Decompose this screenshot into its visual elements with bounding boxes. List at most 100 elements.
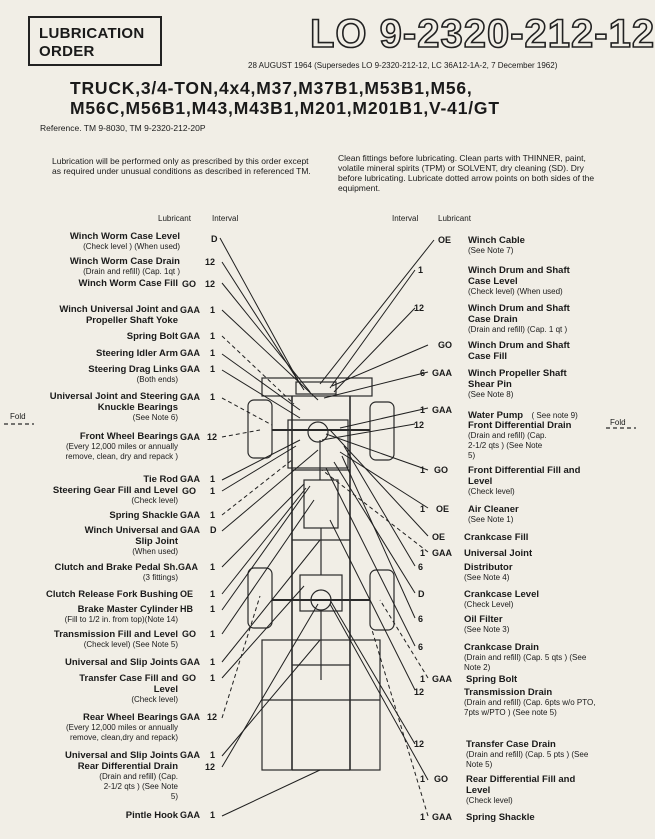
right-interval-8: 1 xyxy=(420,504,426,514)
left-item-transfer-case-fill: Transfer Case Fill and Level (Check leve… xyxy=(79,673,178,705)
front-bumper xyxy=(261,377,373,397)
item-note: (See Note 7) xyxy=(468,246,514,255)
left-lub-3: GAA xyxy=(180,305,200,315)
item-name: Distributor xyxy=(464,562,513,573)
left-interval-header: Interval xyxy=(212,214,239,223)
left-item-winch-universal-slip-joint: Winch Universal and Slip Joint (When use… xyxy=(85,525,178,557)
right-lub-9: OE xyxy=(432,532,446,542)
right-lub-5: GAA xyxy=(432,405,452,415)
item-name: Winch Worm Case Level xyxy=(69,231,180,242)
left-item-clutch-release-fork: Clutch Release Fork Bushing xyxy=(46,589,178,600)
item-name: Front Differential Drain xyxy=(468,420,572,431)
right-item-crankcase-level: Crankcase Level (Check Level) xyxy=(464,589,539,610)
right-lubricant-header: Lubricant xyxy=(438,214,471,223)
right-item-water-pump: Water Pump ( See note 9) xyxy=(468,405,578,423)
item-name: Winch Cable xyxy=(468,235,525,246)
left-interval-11: 1 xyxy=(210,474,216,484)
item-name: Transmission Fill and Level xyxy=(53,629,178,640)
item-name: Slip Joint xyxy=(135,536,178,547)
left-item-spring-bolt: Spring Bolt xyxy=(127,331,178,342)
lubrication-order-box: LUBRICATION ORDER xyxy=(28,16,162,66)
left-lub-8: GAA xyxy=(180,392,200,402)
right-lub-0: OE xyxy=(438,235,452,245)
right-interval-17: 12 xyxy=(414,739,425,749)
item-name: Crankcase Level xyxy=(464,589,539,600)
item-note: (See Note 3) xyxy=(464,625,510,634)
right-item-transmission-drain: Transmission Drain (Drain and refill) (C… xyxy=(464,687,598,718)
right-interval-15: 1 xyxy=(420,674,426,684)
right-item-winch-drum-level: Winch Drum and Shaft Case Level (Check l… xyxy=(468,265,588,297)
right-lub-4: GAA xyxy=(432,368,452,378)
left-item-winch-universal-joint: Winch Universal Joint and Propeller Shaf… xyxy=(59,304,178,326)
item-note: (Check level) xyxy=(131,695,178,704)
item-name: Air Cleaner xyxy=(468,504,519,515)
right-interval-14: 6 xyxy=(418,642,424,652)
cargo-body xyxy=(261,639,381,771)
right-interval-10: 1 xyxy=(420,548,426,558)
item-name: Pintle Hook xyxy=(125,810,178,821)
item-note: (Drain and refill) (Cap. 6pts w/o PTO, 7… xyxy=(464,698,596,717)
left-interval-7: 1 xyxy=(210,364,216,374)
item-name: Transfer Case Fill and xyxy=(79,673,178,684)
item-name: Spring Shackle xyxy=(109,510,178,521)
right-interval-19: 1 xyxy=(420,812,426,822)
item-note: (See Note 1) xyxy=(468,515,514,524)
item-note: (Every 12,000 miles or annually remove, … xyxy=(65,723,178,742)
right-item-transfer-case-drain: Transfer Case Drain (Drain and refill) (… xyxy=(466,739,600,770)
item-name: Crankcase Fill xyxy=(464,532,529,543)
truck-chassis-diagram xyxy=(4,237,636,817)
title-line2: M56C,M56B1,M43,M43B1,M201,M201B1,V-41/GT xyxy=(70,98,500,118)
box-title-line2: ORDER xyxy=(39,43,95,60)
item-note: (Check level) xyxy=(466,796,513,805)
item-name: Steering Idler Arm xyxy=(95,348,178,359)
right-lub-3: GO xyxy=(438,340,453,350)
right-interval-4: 6 xyxy=(420,368,426,378)
right-item-spring-bolt: Spring Bolt xyxy=(466,674,517,685)
right-interval-7: 1 xyxy=(420,465,426,475)
item-note: (See Note 4) xyxy=(464,573,510,582)
left-item-tie-rod: Tie Rod xyxy=(143,474,178,485)
left-lub-6: GAA xyxy=(180,348,200,358)
item-name: Tie Rod xyxy=(143,474,178,485)
left-lub-26: GAA xyxy=(180,810,200,820)
right-item-winch-shear-pin: Winch Propeller Shaft Shear Pin (See Not… xyxy=(468,368,588,400)
left-item-transmission-fill: Transmission Fill and Level (Check level… xyxy=(54,629,178,650)
left-lub-16: GAA xyxy=(178,562,198,572)
item-name: Winch Worm Case Fill xyxy=(78,278,178,289)
right-lub-8: OE xyxy=(436,504,450,514)
item-name: Rear Differential Drain xyxy=(77,761,178,772)
item-name: Steering Drag Links xyxy=(88,364,178,375)
right-interval-12: D xyxy=(418,589,425,599)
item-name: Steering Gear Fill and Level xyxy=(52,485,178,496)
item-name: Universal Joint and Steering xyxy=(49,391,178,402)
left-item-rear-differential-drain: Rear Differential Drain (Drain and refil… xyxy=(78,761,178,802)
right-item-front-diff-fill: Front Differential Fill and Level (Check… xyxy=(468,465,592,497)
order-number: LO 9-2320-212-12 xyxy=(309,11,655,57)
right-item-front-diff-drain: Front Differential Drain (Drain and refi… xyxy=(468,420,588,461)
left-lub-7: GAA xyxy=(180,364,200,374)
left-interval-24: 1 xyxy=(210,750,216,760)
item-name: Winch Drum and Shaft Case Fill xyxy=(468,340,570,362)
item-note: (Fill to 1/2 in. from top)(Note 14) xyxy=(64,615,178,624)
item-name: Universal and Slip Joints xyxy=(65,657,178,668)
left-interval-17: 1 xyxy=(210,589,216,599)
right-interval-16: 12 xyxy=(414,687,425,697)
item-name: Clutch Release Fork Bushing xyxy=(46,589,178,600)
right-item-rear-diff-fill: Rear Differential Fill and Level (Check … xyxy=(466,774,586,806)
right-lub-15: GAA xyxy=(432,674,452,684)
item-name: Winch Worm Case Drain xyxy=(69,256,180,267)
item-note: (See Note 6) xyxy=(132,413,178,422)
winch-case xyxy=(295,381,337,395)
page-title: TRUCK,3/4-TON,4x4,M37,M37B1,M53B1,M56, M… xyxy=(70,78,610,118)
left-interval-19: 1 xyxy=(210,629,216,639)
item-name: Winch Drum and Shaft Case Level xyxy=(468,265,570,287)
left-interval-14: D xyxy=(210,525,217,535)
left-interval-13: 1 xyxy=(210,510,216,520)
box-title-line1: LUBRICATION xyxy=(39,25,145,42)
item-name: Level xyxy=(153,684,178,695)
left-item-rear-wheel-bearings: Rear Wheel Bearings (Every 12,000 miles … xyxy=(56,712,178,743)
item-name: Front Differential Fill and Level xyxy=(468,465,581,487)
left-lub-24: GAA xyxy=(180,750,200,760)
item-name: Spring Bolt xyxy=(126,331,178,342)
item-note: (Drain and refill) (Cap. 5 pts ) (See No… xyxy=(466,750,589,769)
